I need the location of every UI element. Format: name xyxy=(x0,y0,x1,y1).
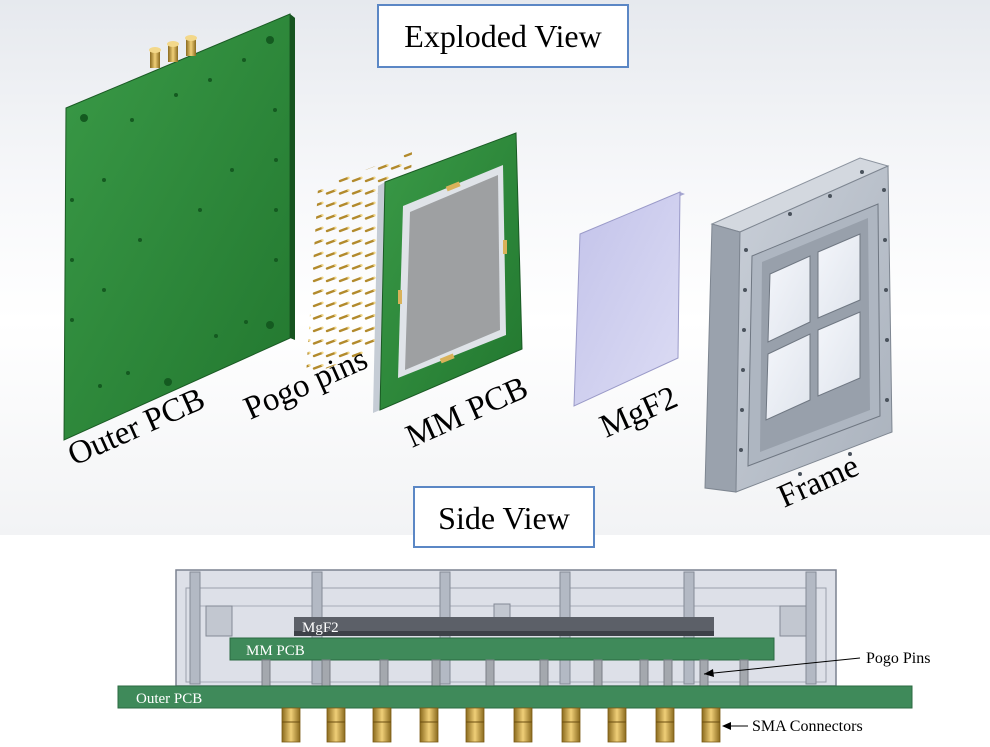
side-sma-connectors xyxy=(281,707,721,743)
side-sma-connectors-label: SMA Connectors xyxy=(752,718,863,735)
exploded-view-title: Exploded View xyxy=(377,4,629,68)
frame-windows xyxy=(765,233,861,421)
side-view-title: Side View xyxy=(413,486,595,548)
side-outer-pcb-layer xyxy=(117,685,913,709)
side-mm-pcb-layer xyxy=(229,637,775,661)
frame-part: Frame xyxy=(704,157,893,515)
mgf2-part: MgF2 xyxy=(573,191,685,445)
mm-pcb-part: MM PCB xyxy=(373,132,533,455)
side-view-assembly: MgF2 MM PCB Outer PCB xyxy=(117,569,930,743)
sma-connectors-callout: SMA Connectors xyxy=(722,718,863,735)
side-mgf2-shadow xyxy=(294,631,714,636)
frame-left-face xyxy=(704,223,741,493)
mm-pcb-contacts xyxy=(398,181,507,364)
mm-pcb-detector-area xyxy=(405,175,500,370)
mm-pcb-side-edge xyxy=(373,182,385,413)
outer-pcb-mounting-holes xyxy=(70,36,278,388)
outer-pcb-board xyxy=(63,13,291,441)
side-pogo-pins-label: Pogo Pins xyxy=(866,650,930,667)
side-mgf2-layer xyxy=(294,617,714,635)
side-outer-pcb-label: Outer PCB xyxy=(136,691,202,707)
side-frame-clamps xyxy=(205,603,807,637)
pogo-pins-label: Pogo pins xyxy=(239,341,373,427)
sma-connectors-top xyxy=(149,35,197,68)
outer-pcb-side-edge xyxy=(290,14,295,340)
pogo-pins-callout: Pogo Pins xyxy=(703,650,930,677)
mgf2-window xyxy=(573,191,681,407)
frame-screw-holes xyxy=(739,170,889,476)
side-mgf2-label: MgF2 xyxy=(302,620,339,636)
side-mm-pcb-label: MM PCB xyxy=(246,643,305,659)
